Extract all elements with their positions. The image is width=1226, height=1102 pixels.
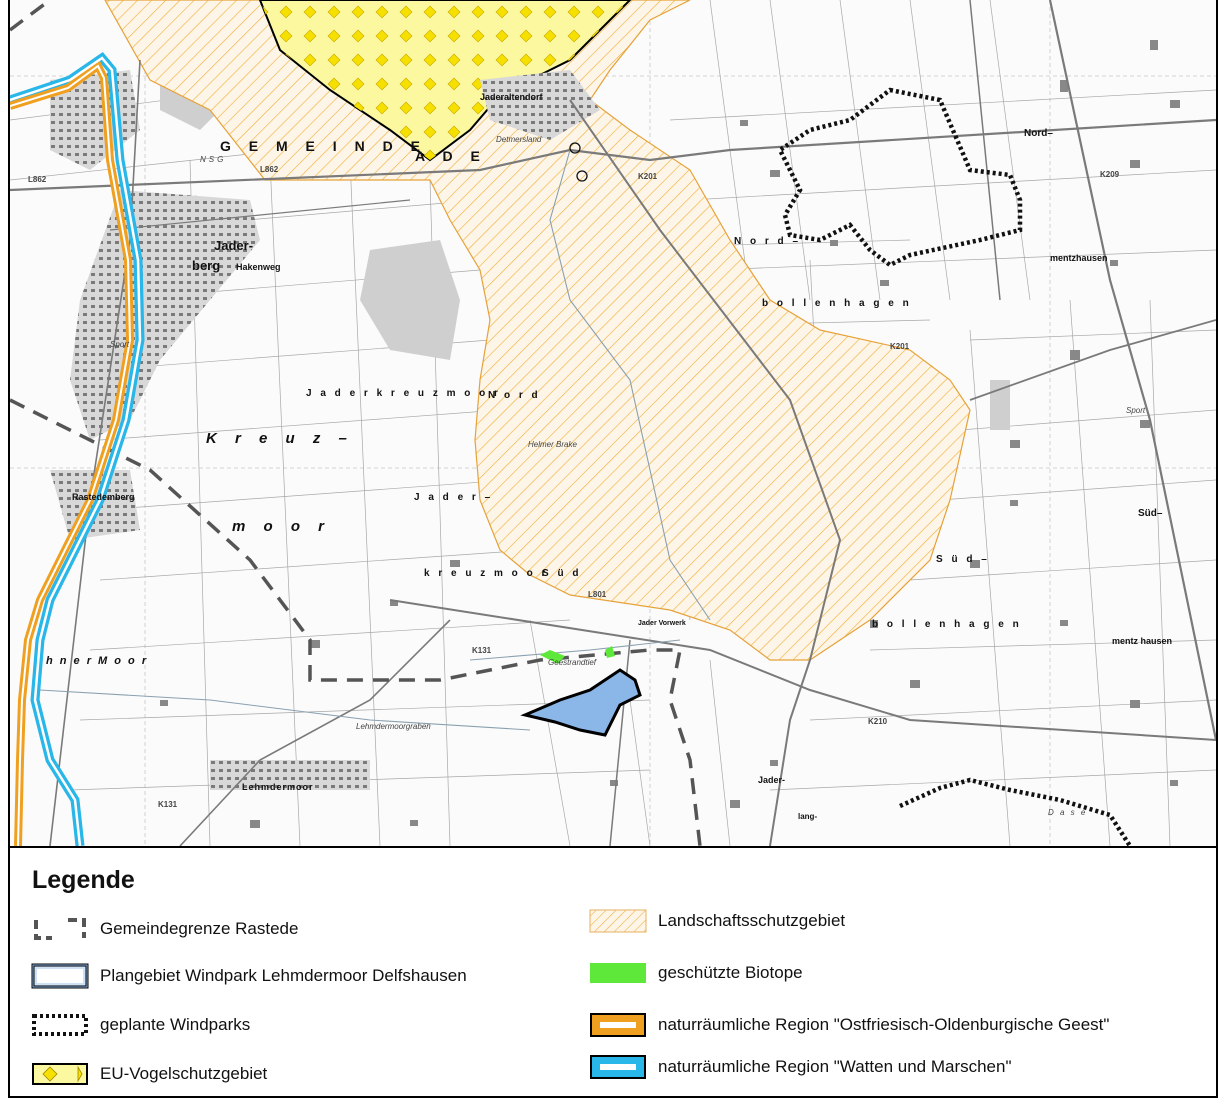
label-kreuzmoor: k r e u z m o o r — [424, 568, 549, 579]
label-geestrandtief: Geestrandtief — [548, 658, 597, 667]
legend-item-watten: naturräumliche Region "Watten und Marsch… — [588, 1052, 1012, 1082]
legend-item-plangebiet: Plangebiet Windpark Lehmdermoor Delfshau… — [30, 961, 467, 991]
legend-panel: Legende Gemeindegrenze Rastede Plangebie… — [8, 846, 1218, 1098]
label-road-l801: L801 — [588, 590, 607, 599]
legend-label: Gemeindegrenze Rastede — [100, 919, 299, 938]
biotope-icon — [588, 960, 648, 986]
label-dase: D a s e — [1048, 808, 1088, 817]
label-hahner-moor: h n e r M o o r — [46, 655, 149, 667]
legend-item-windparks: geplante Windparks — [30, 1010, 250, 1040]
label-road-l862-a: L862 — [28, 175, 47, 184]
label-jader-2: J a d e r – — [414, 492, 494, 503]
label-lehmdermoor: Lehmdermoor — [242, 782, 314, 792]
legend-item-gemeindegrenze: Gemeindegrenze Rastede — [30, 914, 298, 944]
lsg-icon — [588, 908, 648, 934]
gemeindegrenze-icon — [30, 916, 90, 942]
label-moor: m o o r — [232, 518, 332, 535]
label-road-k131-b: K131 — [158, 800, 178, 809]
label-helmer-brake: Helmer Brake — [528, 440, 577, 449]
label-sued-mentz-1: Süd– — [1138, 508, 1163, 519]
label-bollenhagen-n: b o l l e n h a g e n — [762, 298, 912, 309]
label-nord: N o r d — [488, 390, 541, 401]
watten-icon — [588, 1054, 648, 1080]
label-mentz-hausen-s: mentz hausen — [1112, 636, 1173, 646]
label-kreuz: K r e u z – — [206, 430, 354, 447]
roads — [10, 0, 1216, 846]
label-mentzhausen-n: mentzhausen — [1050, 253, 1108, 263]
label-gemeinde: G E M E I N D E — [220, 138, 427, 154]
plangebiet-icon — [30, 963, 90, 989]
buildings — [160, 40, 1180, 828]
label-hakenweg: Hakenweg — [236, 262, 281, 272]
label-sport-1: Sport — [110, 340, 130, 349]
windparks-icon — [30, 1012, 90, 1038]
legend-label: naturräumliche Region "Watten und Marsch… — [658, 1057, 1012, 1076]
label-jader-lang-1: Jader- — [758, 775, 786, 785]
legend-label: EU-Vogelschutzgebiet — [100, 1064, 268, 1083]
label-jaderberg-1: Jader- — [214, 238, 254, 253]
label-bollenhagen-s: b o l l e n h a g e n — [872, 619, 1022, 630]
legend-item-lsg: Landschaftsschutzgebiet — [588, 906, 845, 936]
label-rastedemberg: Rastedemberg — [72, 492, 135, 502]
label-sued-bollenhagen-1: S ü d – — [936, 554, 990, 565]
legend-title: Legende — [32, 866, 135, 894]
label-road-k201-b: K201 — [890, 342, 910, 351]
geest-icon — [588, 1012, 648, 1038]
legend-label: geplante Windparks — [100, 1015, 251, 1034]
label-detmersland: Detmersland — [496, 135, 542, 144]
plangebiet-area — [520, 668, 642, 737]
label-jade: A D E — [415, 148, 487, 164]
map-canvas — [10, 0, 1216, 846]
windpark-geplant-north — [777, 87, 1023, 268]
vogelschutz-icon — [30, 1061, 90, 1087]
label-road-k210: K210 — [868, 717, 888, 726]
label-jaderaltendorf: Jaderaltendorf — [480, 92, 543, 102]
label-road-l862-b: L862 — [260, 165, 279, 174]
label-lehmdermoorgraben: Lehmdermoorgraben — [356, 722, 431, 731]
label-nsg: NSG — [200, 155, 227, 164]
legend-label: Landschaftsschutzgebiet — [658, 911, 846, 930]
legend-item-vogelschutz: EU-Vogelschutzgebiet — [30, 1059, 267, 1089]
biotope-area — [540, 646, 615, 664]
point-markers — [569, 142, 588, 182]
label-road-k209: K209 — [1100, 170, 1120, 179]
streams — [39, 149, 711, 731]
label-jader-vorwerk: Jader Vorwerk — [638, 620, 686, 627]
gemeindegrenze-line — [10, 398, 702, 846]
label-jader-lang-2: lang- — [798, 812, 818, 821]
label-road-k201: K201 — [638, 172, 658, 181]
windpark-geplant-south — [899, 777, 1132, 846]
label-nord-mentz-1: Nord– — [1024, 128, 1053, 139]
legend-item-geest: naturräumliche Region "Ostfriesisch-Olde… — [588, 1010, 1109, 1040]
label-sued: S ü d — [542, 568, 582, 579]
legend-label: naturräumliche Region "Ostfriesisch-Olde… — [658, 1015, 1110, 1034]
legend-label: geschützte Biotope — [658, 963, 803, 982]
label-jaderkreuzmoor: J a d e r k r e u z m o o r — [306, 388, 501, 399]
label-nord-bollenhagen-1: N o r d – — [734, 236, 802, 247]
map-view[interactable]: G E M E I N D E A D E Jaderaltendorf Det… — [8, 0, 1218, 846]
label-sport-2: Sport — [1126, 406, 1146, 415]
label-jaderberg-2: berg — [192, 258, 221, 273]
label-road-k131-a: K131 — [472, 646, 492, 655]
legend-item-biotope: geschützte Biotope — [588, 958, 803, 988]
legend-label: Plangebiet Windpark Lehmdermoor Delfshau… — [100, 966, 467, 985]
